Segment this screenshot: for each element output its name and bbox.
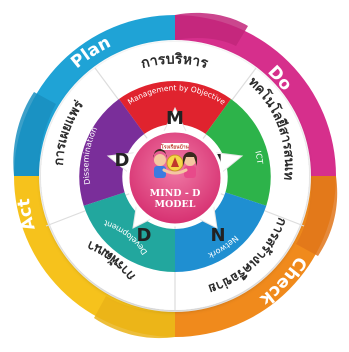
letter-m: M (166, 108, 184, 129)
letter-n: N (210, 225, 225, 246)
dissemination-segment (79, 99, 145, 206)
plan-swoosh-tip (13, 92, 56, 176)
check-swoosh-tip (296, 176, 338, 256)
pdca-ring (13, 12, 338, 339)
center-circle (126, 129, 224, 227)
do-swoosh-tip (175, 12, 248, 46)
network-segment (175, 192, 267, 272)
letter-d-bottom: D (137, 225, 152, 246)
inner-color-ring (79, 80, 271, 272)
logo-banner (161, 143, 189, 150)
center-title-line2: MODEL (155, 199, 196, 210)
inner-label-ict: ICT (253, 150, 264, 165)
school-logo: โรงเรียนบ้าน (153, 143, 197, 178)
act-swoosh-tip (94, 296, 175, 339)
center-title-line1: MIND - D (150, 188, 201, 199)
child-right-icon (183, 152, 197, 178)
ict-segment (205, 99, 271, 206)
logo-text: โรงเรียนบ้าน (160, 144, 190, 151)
development-segment (83, 192, 175, 272)
letter-d-left: D (115, 150, 130, 171)
